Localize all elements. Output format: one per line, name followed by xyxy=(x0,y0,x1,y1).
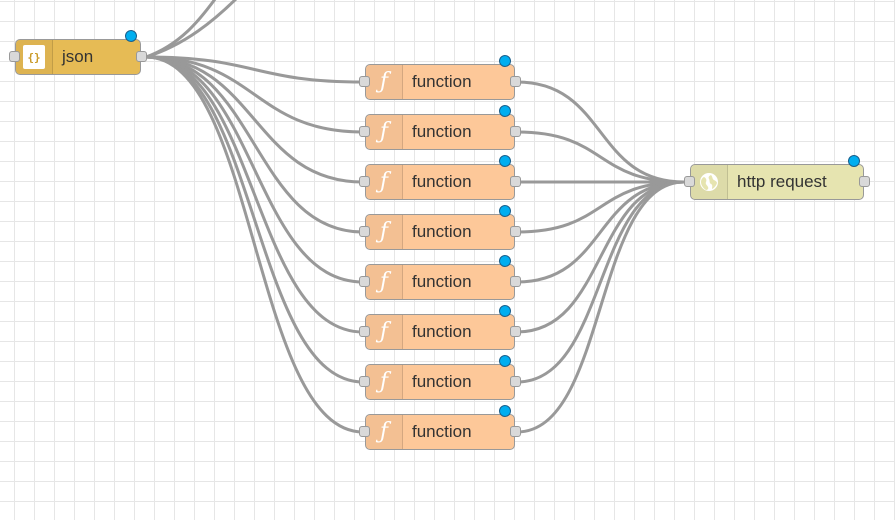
json-input-port[interactable] xyxy=(9,51,20,62)
function-f-icon: ƒ xyxy=(379,319,389,344)
json-node-icon-area: {} xyxy=(16,40,53,74)
wire-json-to-function[interactable] xyxy=(144,55,365,334)
function-output-port[interactable] xyxy=(510,426,521,437)
wire-json-to-function[interactable] xyxy=(144,55,365,184)
function-node[interactable]: ƒ function xyxy=(359,405,521,450)
http-node-icon-area xyxy=(691,165,728,199)
function-output-port[interactable] xyxy=(510,176,521,187)
function-input-port[interactable] xyxy=(359,126,370,137)
function-node-label: function xyxy=(412,322,472,341)
http-request-node[interactable]: http request xyxy=(684,155,870,200)
function-input-port[interactable] xyxy=(359,376,370,387)
function-node-label: function xyxy=(412,272,472,291)
function-input-port[interactable] xyxy=(359,76,370,87)
function-node[interactable]: ƒ function xyxy=(359,155,521,200)
wire-function-to-http[interactable] xyxy=(515,130,686,184)
function-f-icon: ƒ xyxy=(379,419,389,444)
json-changed-indicator xyxy=(125,30,137,42)
function-input-port[interactable] xyxy=(359,426,370,437)
globe-icon xyxy=(700,173,718,191)
function-output-port[interactable] xyxy=(510,376,521,387)
wire-function-to-http[interactable] xyxy=(515,180,686,284)
function-node[interactable]: ƒ function xyxy=(359,355,521,400)
function-node-label: function xyxy=(412,222,472,241)
function-f-icon: ƒ xyxy=(379,69,389,94)
function-node[interactable]: ƒ function xyxy=(359,305,521,350)
function-input-port[interactable] xyxy=(359,176,370,187)
function-changed-indicator xyxy=(499,255,511,267)
function-node-icon-area: ƒ xyxy=(366,115,403,149)
wire-offscreen-1[interactable] xyxy=(144,0,218,59)
wire-json-to-function[interactable] xyxy=(144,55,365,234)
function-output-port[interactable] xyxy=(510,226,521,237)
wire-json-to-function[interactable] xyxy=(144,55,365,84)
wire-function-to-http[interactable] xyxy=(515,180,686,434)
http-input-port[interactable] xyxy=(684,176,695,187)
function-node-label: function xyxy=(412,372,472,391)
http-node-label: http request xyxy=(737,172,827,191)
function-node[interactable]: ƒ function xyxy=(359,55,521,100)
function-changed-indicator xyxy=(499,105,511,117)
function-input-port[interactable] xyxy=(359,276,370,287)
function-node[interactable]: ƒ function xyxy=(359,255,521,300)
wire-json-to-function[interactable] xyxy=(144,55,365,384)
function-output-port[interactable] xyxy=(510,76,521,87)
function-changed-indicator xyxy=(499,305,511,317)
function-output-port[interactable] xyxy=(510,326,521,337)
function-node-icon-area: ƒ xyxy=(366,265,403,299)
function-changed-indicator xyxy=(499,405,511,417)
wire-json-to-function[interactable] xyxy=(144,55,365,134)
function-node-label: function xyxy=(412,72,472,91)
function-f-icon: ƒ xyxy=(379,269,389,294)
function-changed-indicator xyxy=(499,55,511,67)
json-braces-icon: {} xyxy=(23,45,45,69)
wire-function-to-http[interactable] xyxy=(515,80,686,184)
wire-function-to-http[interactable] xyxy=(515,180,686,234)
function-input-port[interactable] xyxy=(359,326,370,337)
function-node-icon-area: ƒ xyxy=(366,415,403,449)
wire-function-to-http[interactable] xyxy=(515,180,686,334)
function-node-label: function xyxy=(412,172,472,191)
function-node-icon-area: ƒ xyxy=(366,315,403,349)
http-changed-indicator xyxy=(848,155,860,167)
wire-function-to-http[interactable] xyxy=(515,180,686,384)
function-node-icon-area: ƒ xyxy=(366,215,403,249)
function-node[interactable]: ƒ function xyxy=(359,105,521,150)
function-changed-indicator xyxy=(499,155,511,167)
json-node[interactable]: {} json xyxy=(9,30,147,75)
wire-json-to-function[interactable] xyxy=(144,55,365,284)
function-f-icon: ƒ xyxy=(379,219,389,244)
function-input-port[interactable] xyxy=(359,226,370,237)
function-node-label: function xyxy=(412,122,472,141)
json-output-port[interactable] xyxy=(136,51,147,62)
function-output-port[interactable] xyxy=(510,276,521,287)
wire-json-to-function[interactable] xyxy=(144,55,365,434)
json-node-label: json xyxy=(62,47,94,66)
function-node-icon-area: ƒ xyxy=(366,65,403,99)
function-node-label: function xyxy=(412,422,472,441)
function-changed-indicator xyxy=(499,205,511,217)
function-node-icon-area: ƒ xyxy=(366,165,403,199)
function-node-icon-area: ƒ xyxy=(366,365,403,399)
function-changed-indicator xyxy=(499,355,511,367)
function-output-port[interactable] xyxy=(510,126,521,137)
http-output-port[interactable] xyxy=(859,176,870,187)
function-node[interactable]: ƒ function xyxy=(359,205,521,250)
wire-offscreen-2[interactable] xyxy=(144,0,240,59)
function-f-icon: ƒ xyxy=(379,169,389,194)
function-f-icon: ƒ xyxy=(379,119,389,144)
function-f-icon: ƒ xyxy=(379,369,389,394)
